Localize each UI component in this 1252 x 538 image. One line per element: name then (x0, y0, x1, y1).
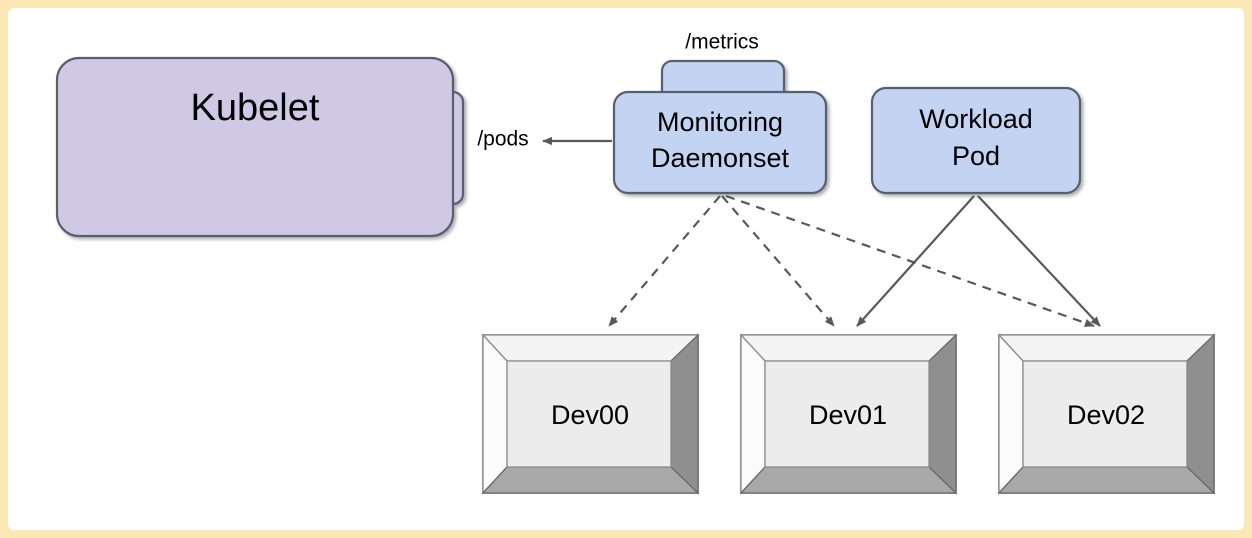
monitoring-daemonset-label-line1: Monitoring (657, 107, 783, 137)
dev01-left-face (740, 333, 766, 495)
dev01-top-face (739, 334, 958, 362)
workload-pod-label-line2: Pod (952, 141, 1000, 171)
dev01-label: Dev01 (809, 400, 887, 430)
edge-daemonset-to-dev01 (721, 195, 835, 327)
topology-diagram: Kubelet /pods /metrics Monitoring Daemon… (55, 31, 1216, 495)
device-box-dev02[interactable]: Dev02 (997, 333, 1216, 495)
metrics-port-label: /metrics (685, 31, 759, 54)
dev00-left-face (482, 333, 508, 495)
kubelet-body (55, 56, 455, 238)
diagram-canvas: Kubelet /pods /metrics Monitoring Daemon… (8, 8, 1244, 530)
monitoring-daemonset-node[interactable] (612, 59, 828, 195)
dev02-label: Dev02 (1067, 400, 1145, 430)
pods-edge-label: /pods (477, 128, 528, 151)
kubelet-label: Kubelet (191, 87, 320, 129)
dev00-label: Dev00 (551, 400, 629, 430)
dev01-bottom-face (739, 466, 958, 494)
dev02-left-face (998, 333, 1024, 495)
dev00-top-face (481, 334, 700, 362)
workload-pod-body (870, 86, 1082, 195)
dev02-right-face (1186, 333, 1215, 495)
dev02-top-face (997, 334, 1216, 362)
dev01-right-face (928, 333, 957, 495)
monitoring-daemonset-label-line2: Daemonset (651, 143, 790, 173)
dev02-bottom-face (997, 466, 1216, 494)
dev01-inner-face (764, 360, 930, 468)
edge-workload-to-dev01 (856, 195, 975, 327)
kubelet-node[interactable] (55, 56, 465, 238)
edge-workload-to-dev02 (977, 195, 1101, 327)
dev02-inner-face (1022, 360, 1188, 468)
dev00-bottom-face (481, 466, 700, 494)
monitoring-daemonset-body (612, 90, 828, 195)
device-box-dev00[interactable]: Dev00 (481, 333, 700, 495)
edge-daemonset-to-dev00 (608, 195, 721, 327)
device-box-dev01[interactable]: Dev01 (739, 333, 958, 495)
workload-pod-node[interactable] (870, 86, 1082, 195)
workload-pod-label-line1: Workload (919, 104, 1033, 134)
edge-daemonset-to-dev02 (725, 194, 1095, 328)
dev00-right-face (670, 333, 699, 495)
dev00-inner-face (506, 360, 672, 468)
